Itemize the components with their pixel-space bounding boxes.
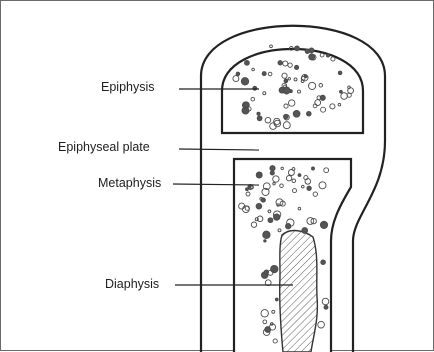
spongy-pore [261, 198, 265, 202]
spongy-pore [295, 65, 299, 69]
spongy-pore [275, 298, 278, 301]
spongy-pore [320, 221, 327, 228]
spongy-pore [312, 167, 315, 170]
spongy-pore [245, 60, 250, 65]
label-metaphysis: Metaphysis [98, 176, 161, 190]
spongy-pore [270, 171, 274, 175]
spongy-pore [283, 87, 290, 94]
spongy-pore [304, 75, 307, 78]
spongy-pore [241, 78, 248, 85]
spongy-pore [278, 61, 282, 65]
spongy-pore [295, 46, 300, 51]
spongy-pore [268, 218, 273, 223]
spongy-pore [270, 166, 275, 171]
label-diaphysis: Diaphysis [105, 277, 159, 291]
spongy-pore [263, 231, 270, 238]
spongy-pore [270, 45, 273, 48]
spongy-pore [324, 305, 328, 309]
spongy-pore [307, 111, 312, 116]
spongy-pore [259, 173, 262, 176]
spongy-pore [305, 49, 309, 53]
label-epiphysis: Epiphysis [101, 80, 155, 94]
label-epiphyseal-plate: Epiphyseal plate [58, 140, 150, 154]
spongy-pore [284, 114, 289, 119]
spongy-pore [236, 72, 240, 76]
spongy-pore [338, 71, 342, 75]
spongy-pore [264, 240, 266, 242]
spongy-pore [257, 112, 260, 115]
spongy-pore [340, 90, 343, 93]
epiphyseal-plate-leader-line [179, 149, 259, 150]
spongy-pore [284, 79, 288, 83]
spongy-pore [265, 327, 271, 333]
diaphysis-cavity [280, 231, 318, 352]
spongy-pore [262, 72, 266, 76]
spongy-pore [302, 228, 308, 234]
spongy-pore [274, 214, 280, 220]
spongy-pore [253, 86, 257, 90]
spongy-pore [256, 203, 262, 209]
spongy-pore [271, 265, 278, 272]
spongy-pore [307, 186, 311, 190]
spongy-pore [257, 116, 262, 121]
spongy-pore [309, 54, 315, 60]
spongy-pore [298, 174, 301, 177]
spongy-pore [326, 54, 329, 57]
spongy-pore [321, 260, 326, 265]
spongy-pore [293, 110, 300, 117]
spongy-pore [286, 224, 291, 229]
